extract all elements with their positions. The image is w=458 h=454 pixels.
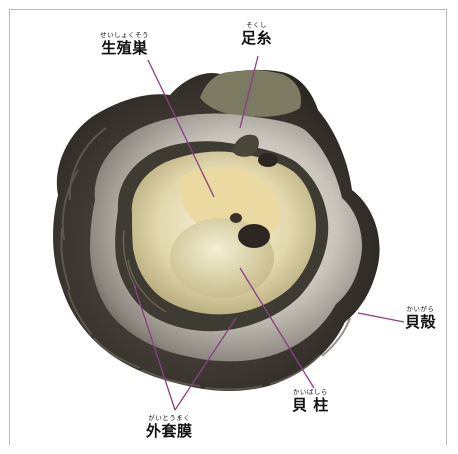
label-shell: かいがら 貝殻 (405, 306, 436, 330)
dark-spot (230, 213, 242, 223)
label-gonad: せいしょくそう 生殖巣 (100, 32, 149, 56)
label-gonad-text: 生殖巣 (100, 41, 149, 56)
label-adductor-text: 貝 柱 (292, 398, 329, 413)
label-mantle-ruby: がいとうまく (146, 415, 193, 422)
leader-line-shell (358, 313, 404, 322)
label-gonad-ruby: せいしょくそう (100, 32, 149, 39)
label-shell-text: 貝殻 (405, 315, 436, 330)
label-shell-ruby: かいがら (405, 306, 436, 313)
label-mantle-text: 外套膜 (146, 424, 193, 439)
label-byssus-ruby: そくし (241, 22, 272, 29)
label-adductor: かいばしら 貝 柱 (292, 389, 329, 413)
label-byssus-text: 足糸 (241, 31, 272, 46)
label-byssus: そくし 足糸 (241, 22, 272, 46)
label-adductor-ruby: かいばしら (292, 389, 329, 396)
dark-spot (258, 153, 278, 167)
label-mantle: がいとうまく 外套膜 (146, 415, 193, 439)
dark-spot (238, 224, 270, 248)
